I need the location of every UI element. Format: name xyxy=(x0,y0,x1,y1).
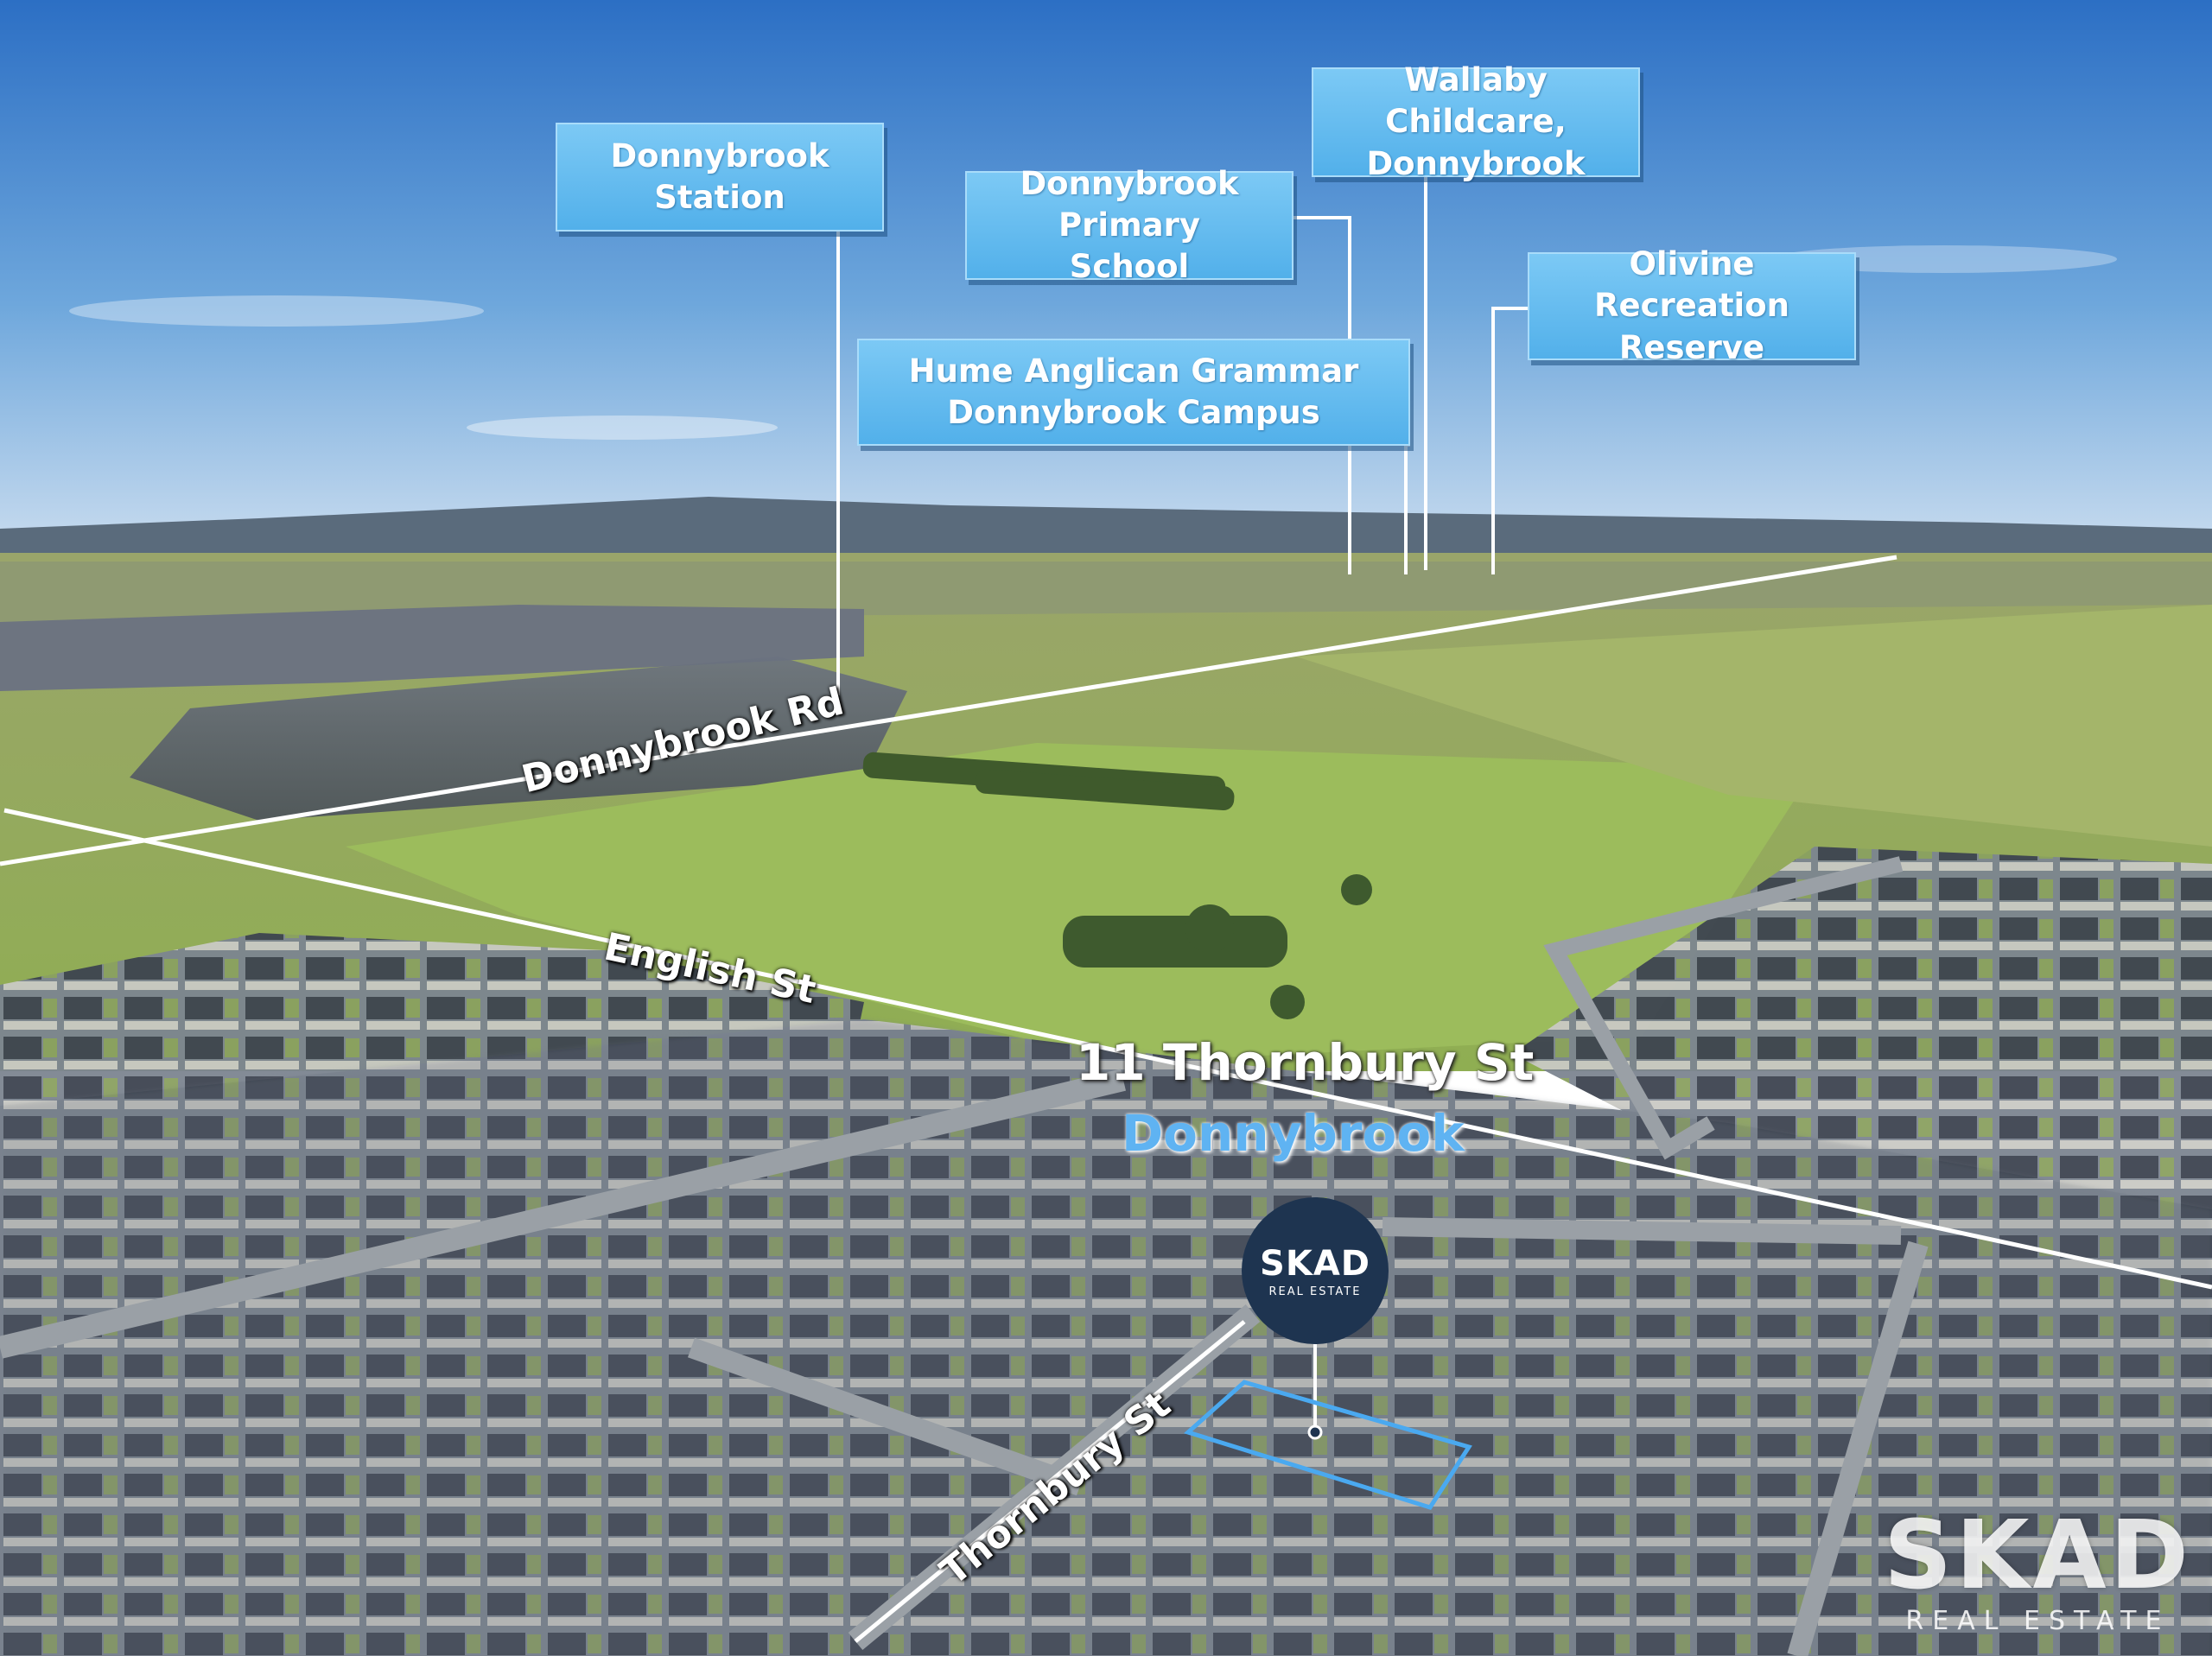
watermark-logo-sub: REAL ESTATE xyxy=(1905,1606,2171,1636)
callout-grammar-line2: Donnybrook Campus xyxy=(947,394,1320,431)
thornbury-st-line xyxy=(854,1320,1246,1643)
english-st-line xyxy=(3,808,2212,1290)
callout-station-text: Donnybrook Station xyxy=(610,136,830,216)
watermark-logo-word: SKAD xyxy=(1884,1500,2192,1610)
agency-badge: SKAD REAL ESTATE xyxy=(1242,1197,1389,1344)
donnybrook-rd-line xyxy=(0,555,1897,866)
primary-school-leader xyxy=(1294,216,1351,574)
property-outline xyxy=(1184,1380,1472,1510)
badge-logo-sub: REAL ESTATE xyxy=(1268,1285,1362,1298)
callout-donnybrook-station: Donnybrook Station xyxy=(556,123,884,232)
distant-hills xyxy=(0,497,2212,562)
property-address: 11 Thornbury St xyxy=(1076,1033,1535,1092)
callout-childcare-text: Wallaby Childcare, Donnybrook xyxy=(1366,61,1586,182)
callout-primary-school: Donnybrook Primary School xyxy=(965,165,1294,285)
right-houses xyxy=(1512,847,2212,1253)
recreation-leader xyxy=(1491,307,1528,574)
callout-recreation-text: Olivine Recreation Reserve xyxy=(1594,245,1789,366)
callout-wallaby-childcare: Wallaby Childcare, Donnybrook xyxy=(1312,61,1640,182)
property-suburb: Donnybrook xyxy=(1122,1104,1465,1163)
callout-grammar-line1: Hume Anglican Grammar xyxy=(908,352,1359,390)
callout-olivine-reserve: Olivine Recreation Reserve xyxy=(1528,245,1856,366)
agency-watermark: SKAD REAL ESTATE xyxy=(1884,1507,2192,1636)
callout-hume-grammar: Hume Anglican Grammar Donnybrook Campus xyxy=(857,339,1410,446)
badge-logo-word: SKAD xyxy=(1260,1243,1370,1284)
callout-primary-school-text: Donnybrook Primary School xyxy=(1020,164,1239,286)
